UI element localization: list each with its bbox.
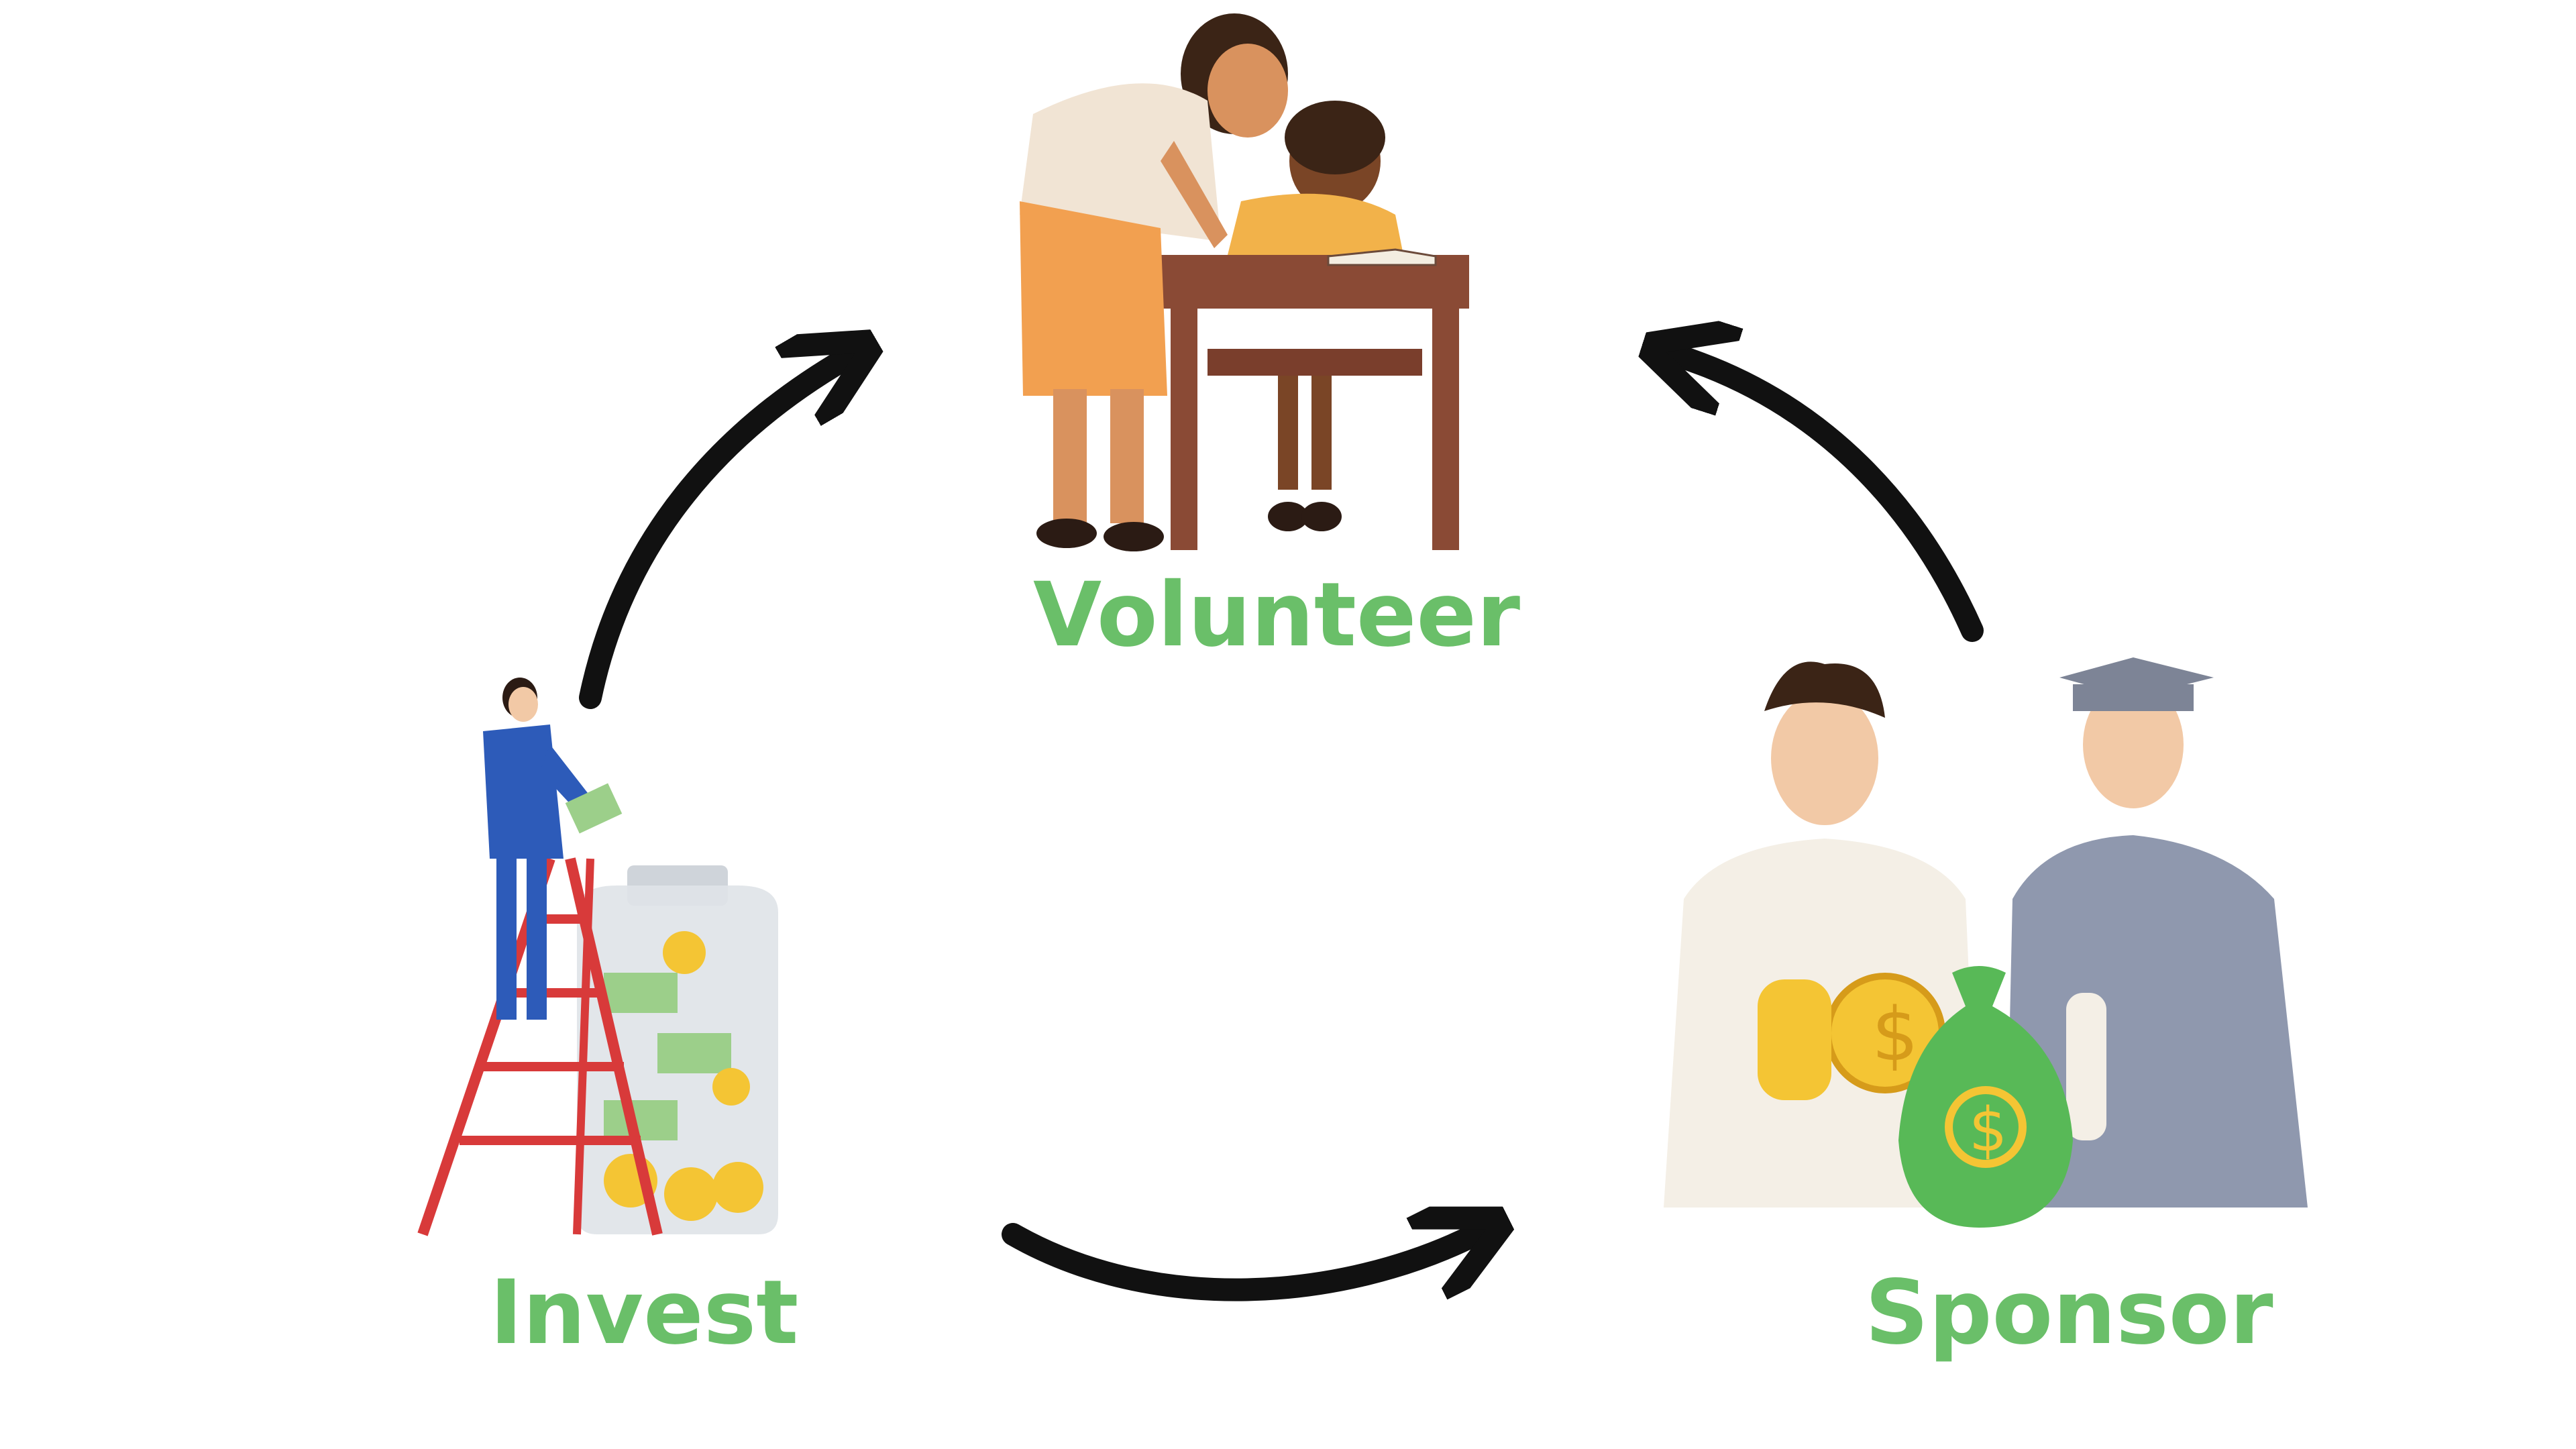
label-volunteer: Volunteer	[1033, 564, 1521, 667]
arrow-invest-to-volunteer	[579, 359, 845, 709]
businessman-money-jar-icon	[417, 678, 778, 1236]
svg-text:$: $	[1872, 991, 1919, 1077]
svg-text:$: $	[1969, 1095, 2007, 1165]
sponsor-graduate-money-icon: $ $	[1664, 657, 2308, 1228]
arrow-sponsor-to-volunteer	[1677, 356, 1984, 642]
teacher-helping-child-icon	[1020, 13, 1469, 551]
label-sponsor: Sponsor	[1865, 1261, 2273, 1364]
arrow-invest-to-sponsor	[1002, 1234, 1476, 1301]
label-invest: Invest	[490, 1261, 799, 1364]
